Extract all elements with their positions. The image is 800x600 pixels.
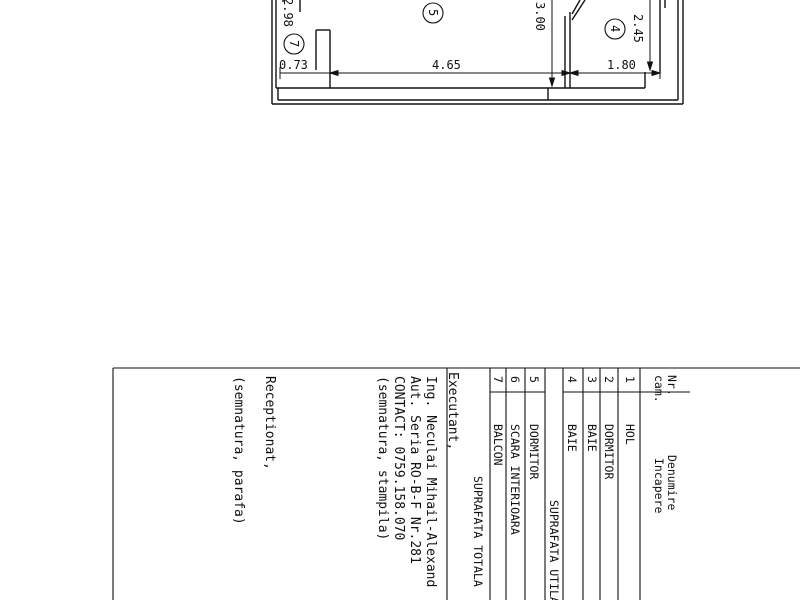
room-marker-5: 5	[426, 9, 440, 16]
table-row-3-nr: 3	[585, 376, 599, 383]
executant-title: Executant,	[445, 372, 460, 450]
dim-073: 0.73	[279, 58, 308, 72]
room-marker-4: 4	[608, 25, 622, 32]
table-row-2-name: DORMITOR	[602, 424, 616, 479]
table-row-2-nr: 2	[602, 376, 616, 383]
room-marker-7: 7	[287, 40, 301, 47]
table-header-denumire: Denumire	[665, 455, 679, 510]
dim-245: 2.45	[631, 14, 645, 43]
suprafata-utila-label: SUPRAFATA UTILA	[547, 500, 561, 600]
executant-line2: Aut. Seria RO-B-F Nr.281	[407, 376, 422, 564]
table-header-incapere: Incapere	[652, 458, 666, 513]
executant-signature: (semnatura, stampila)	[375, 376, 390, 540]
table-row-1-nr: 1	[623, 376, 637, 383]
receptionat-signature: (semnatura, parafa)	[231, 376, 246, 525]
table-row-7-nr: 7	[491, 376, 505, 383]
room-marker-7-circle	[283, 33, 305, 55]
table-row-5-nr: 5	[527, 376, 541, 383]
room-marker-4-circle	[604, 18, 626, 40]
receptionat-title: Receptionat,	[262, 376, 277, 470]
table-header-nr: Nr.	[665, 375, 679, 396]
dim-180: 1.80	[607, 58, 636, 72]
suprafata-totala-label: SUPRAFATA TOTALA	[471, 476, 485, 587]
table-header-cam: cam.	[652, 375, 666, 403]
dim-465: 4.65	[432, 58, 461, 72]
table-row-1-name: HOL	[623, 424, 637, 445]
table-row-3-name: BAIE	[585, 424, 599, 452]
dim-300: 3.00	[533, 2, 547, 31]
room-marker-5-circle	[422, 2, 444, 24]
table-row-6-name: SCARA INTERIOARA	[508, 424, 522, 535]
executant-contact: CONTACT: 0759.158.070	[391, 376, 406, 540]
table-row-7-name: BALCON	[491, 424, 505, 466]
table-row-5-name: DORMITOR	[527, 424, 541, 479]
executant-line1: Ing. Neculai Mihail-Alexand	[423, 376, 438, 587]
table-row-4-nr: 4	[565, 376, 579, 383]
table-row-4-name: BAIE	[565, 424, 579, 452]
dim-298: 2.98	[281, 0, 295, 27]
table-row-6-nr: 6	[508, 376, 522, 383]
